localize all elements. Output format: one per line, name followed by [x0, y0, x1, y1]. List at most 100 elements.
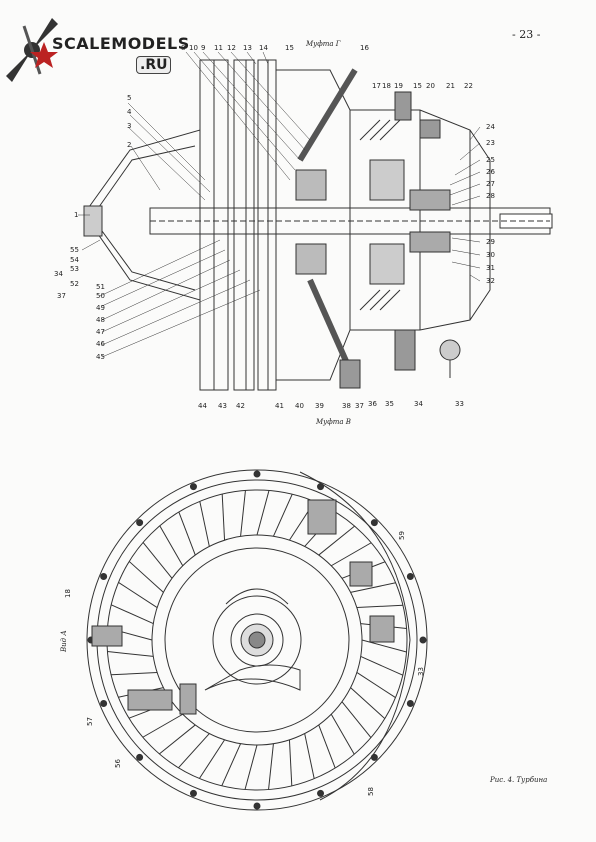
callout: 47 [96, 328, 105, 336]
callout: 49 [96, 304, 105, 312]
callout: 31 [486, 264, 495, 272]
turbine-vane [272, 493, 293, 537]
callout: 34 [414, 400, 423, 408]
callout: 33 [455, 400, 464, 408]
rim-bolt [406, 572, 414, 580]
callout: 43 [218, 402, 227, 410]
top-callouts-left: 5 4 3 2 1 55 54 53 34 52 37 50 51 49 48 … [54, 94, 132, 361]
rim-bolt [136, 519, 144, 527]
propeller-icon [6, 18, 58, 82]
callout: 20 [426, 82, 435, 90]
callout: 24 [486, 123, 495, 131]
turbine-vane [118, 581, 158, 608]
callout: 23 [486, 139, 495, 147]
callout: 55 [70, 246, 79, 254]
callout: 19 [394, 82, 403, 90]
callout: 12 [227, 44, 236, 52]
turbine-vane [318, 525, 355, 556]
callout: 8 [181, 44, 185, 52]
callout: 57 [86, 717, 94, 726]
mufta-g-label: Муфта Г [305, 40, 341, 48]
turbine-vane [142, 542, 173, 579]
top-callouts-right: 24 23 25 26 27 28 29 30 31 32 [486, 123, 495, 285]
turbine-vane [350, 582, 396, 593]
callout: 38 [342, 402, 351, 410]
callout: 50 [96, 292, 105, 300]
turbine-vane [159, 724, 196, 755]
callout: 54 [70, 256, 79, 264]
callout: 52 [70, 280, 79, 288]
rim-bolt [317, 789, 325, 797]
turbine-vane [198, 739, 225, 779]
callout: 59 [398, 531, 406, 540]
callout: 32 [486, 277, 495, 285]
turbine-vane [178, 733, 210, 769]
turbine-vane [350, 687, 386, 719]
top-callouts-top: 8 10 9 11 12 13 14 15 16 17 18 19 15 20 … [181, 44, 473, 90]
logo-sub: .RU [136, 56, 172, 74]
mufta-v-label: Муфта В [315, 418, 351, 426]
rim-bolt [370, 519, 378, 527]
figure-caption: Рис. 4. Турбина [490, 776, 548, 784]
turbine-vane [128, 561, 164, 593]
callout: 15 [285, 44, 294, 52]
callout: 30 [486, 251, 495, 259]
callout: 44 [198, 402, 207, 410]
turbine-vane [356, 604, 403, 609]
top-callouts-bottom: 44 43 42 41 40 39 38 37 36 35 34 33 [198, 400, 464, 410]
callout: 18 [64, 589, 72, 598]
callout: 3 [127, 122, 131, 130]
turbine-vane [318, 724, 336, 769]
callout: 48 [96, 316, 105, 324]
rim-bolt [100, 700, 108, 708]
callout: 45 [96, 353, 105, 361]
callout: 17 [372, 82, 381, 90]
turbine-section-view [83, 59, 553, 391]
callout: 33 [417, 667, 425, 676]
turbine-vane [356, 672, 396, 699]
callout: 36 [368, 400, 377, 408]
turbine-vane [268, 743, 274, 790]
callout: 5 [127, 94, 131, 102]
view-a-label: Вид А [60, 630, 68, 653]
turbine-vane [341, 701, 372, 738]
callout: 53 [70, 265, 79, 273]
callout: 42 [236, 402, 245, 410]
turbine-vane [240, 490, 246, 537]
turbine-vane [330, 542, 372, 567]
callout: 56 [114, 759, 122, 768]
turbine-vane [361, 639, 407, 653]
callout: 22 [464, 82, 473, 90]
callout: 10 [189, 44, 198, 52]
turbine-vane [360, 655, 404, 676]
callout: 21 [446, 82, 455, 90]
callout: 14 [259, 44, 268, 52]
rim-bolt [419, 636, 427, 644]
turbine-vane [244, 744, 258, 790]
rim-bolt [136, 753, 144, 761]
turbine-end-view [86, 469, 428, 811]
callout: 13 [243, 44, 252, 52]
rim-bolt [253, 470, 261, 478]
page-number: - 23 - [512, 28, 541, 41]
site-logo[interactable]: SCALEMODELS .RU [4, 12, 189, 82]
callout: 11 [214, 44, 223, 52]
bottom-callouts: 18 57 56 59 33 58 [64, 531, 425, 796]
rim-bolt [406, 700, 414, 708]
turbine-vane [288, 739, 293, 786]
callout: 46 [96, 340, 105, 348]
rim-bolt [317, 483, 325, 491]
turbine-vane [142, 713, 184, 738]
turbine-vane [107, 651, 154, 657]
turbine-vane [199, 501, 210, 547]
callout: 16 [360, 44, 369, 52]
turbine-vane [178, 511, 196, 556]
callout: 2 [127, 141, 131, 149]
callout: 15 [413, 82, 422, 90]
callout: 40 [295, 402, 304, 410]
rim-bolt [370, 753, 378, 761]
callout: 37 [57, 292, 66, 300]
turbine-vane [304, 733, 315, 779]
turbine-vane [256, 490, 270, 536]
